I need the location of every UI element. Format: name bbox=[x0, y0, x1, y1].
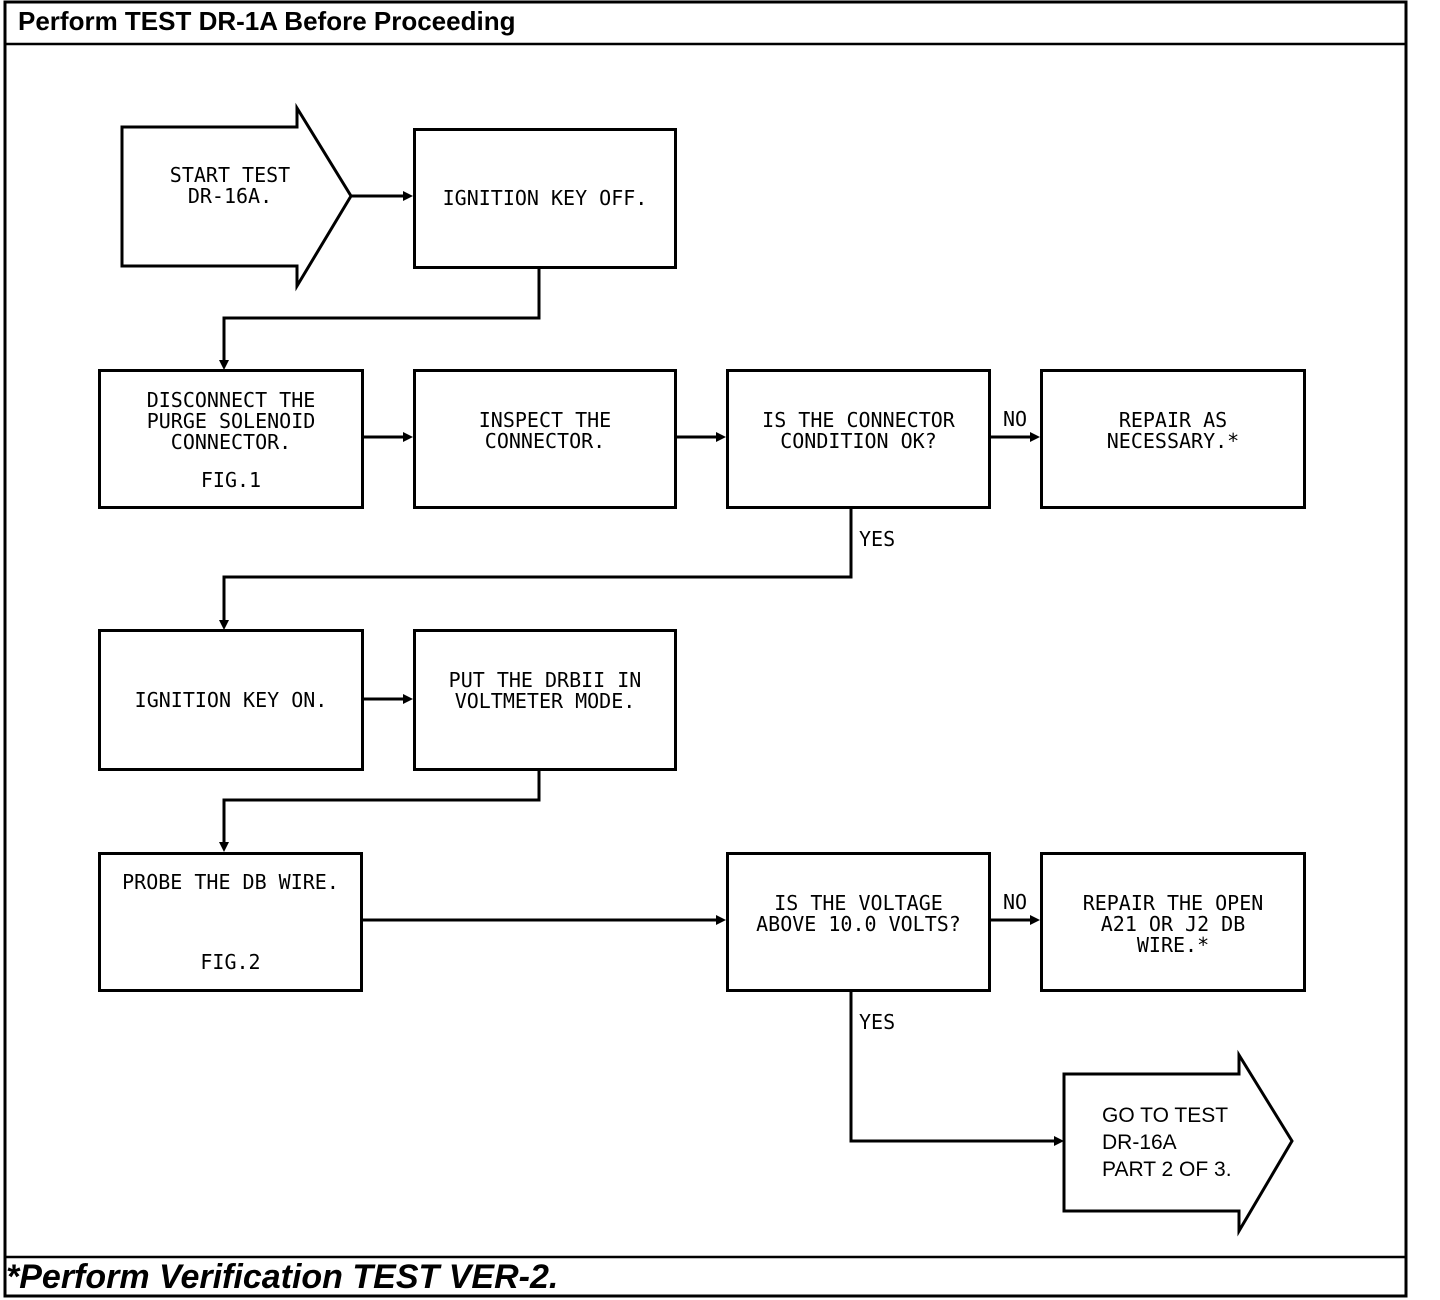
label-no-connector: NO bbox=[1003, 407, 1028, 431]
outer-border bbox=[3, 0, 1408, 1298]
decision-connector-text: IS THE CONNECTOR CONDITION OK? bbox=[762, 408, 955, 453]
node-repair-open-wire: REPAIR THE OPEN A21 OR J2 DB WIRE.* bbox=[1040, 852, 1306, 992]
node-repair-open-text: REPAIR THE OPEN A21 OR J2 DB WIRE.* bbox=[1082, 891, 1264, 957]
decision-voltage-above-10: IS THE VOLTAGE ABOVE 10.0 VOLTS? bbox=[726, 852, 991, 992]
node-probe-fig: FIG.2 bbox=[200, 950, 261, 974]
header-title: Perform TEST DR-1A Before Proceeding bbox=[18, 6, 516, 36]
node-ignition-key-off: IGNITION KEY OFF. bbox=[413, 128, 677, 269]
decision-voltage-text: IS THE VOLTAGE ABOVE 10.0 VOLTS? bbox=[756, 891, 961, 936]
node-disconnect-fig: FIG.1 bbox=[200, 468, 262, 492]
node-disconnect-purge-solenoid: DISCONNECT THE PURGE SOLENOID CONNECTOR.… bbox=[98, 369, 364, 509]
node-drbii-voltmeter-mode: PUT THE DRBII IN VOLTMETER MODE. bbox=[413, 629, 677, 771]
node-repair-as-necessary-text: REPAIR AS NECESSARY.* bbox=[1106, 408, 1240, 453]
node-repair-as-necessary: REPAIR AS NECESSARY.* bbox=[1040, 369, 1306, 509]
node-ignition-key-off-text: IGNITION KEY OFF. bbox=[442, 186, 648, 210]
connector-lines bbox=[222, 194, 1056, 1143]
label-no-voltage: NO bbox=[1003, 890, 1028, 914]
start-arrow-shape bbox=[120, 102, 353, 292]
node-inspect-connector: INSPECT THE CONNECTOR. bbox=[413, 369, 677, 509]
node-ignition-key-on: IGNITION KEY ON. bbox=[98, 629, 364, 771]
goto-arrow-shape bbox=[1062, 1049, 1294, 1237]
node-ignition-key-on-text: IGNITION KEY ON. bbox=[134, 688, 328, 712]
node-disconnect-text: DISCONNECT THE PURGE SOLENOID CONNECTOR. bbox=[146, 388, 316, 454]
node-probe-db-wire: PROBE THE DB WIRE. FIG.2 bbox=[98, 852, 363, 992]
label-yes-voltage: YES bbox=[859, 1010, 896, 1034]
decision-connector-condition: IS THE CONNECTOR CONDITION OK? bbox=[726, 369, 991, 509]
node-probe-text: PROBE THE DB WIRE. bbox=[122, 870, 339, 894]
goto-node-text: GO TO TEST DR-16A PART 2 OF 3. bbox=[1102, 1104, 1232, 1181]
footer-note: *Perform Verification TEST VER-2. bbox=[6, 1258, 559, 1296]
node-inspect-text: INSPECT THE CONNECTOR. bbox=[478, 408, 612, 453]
node-drbii-text: PUT THE DRBII IN VOLTMETER MODE. bbox=[448, 668, 642, 713]
arrowheads bbox=[219, 191, 1064, 1146]
start-node-text: START TEST DR-16A. bbox=[169, 163, 291, 208]
label-yes-connector: YES bbox=[859, 527, 896, 551]
